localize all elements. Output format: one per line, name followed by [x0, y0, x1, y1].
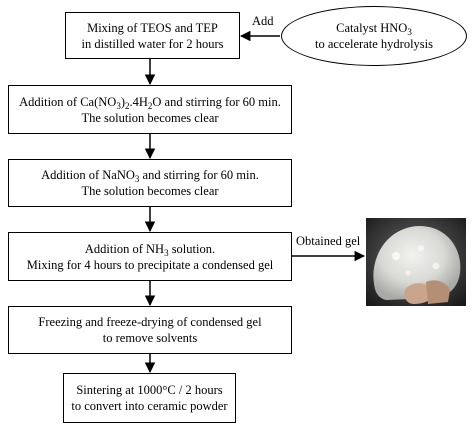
step-mix-line-2: in distilled water for 2 hours: [82, 36, 224, 52]
text-run: Catalyst HNO: [336, 21, 408, 35]
subscript: 2: [147, 100, 153, 111]
step-freeze-line-1: Freezing and freeze-drying of condensed …: [38, 314, 261, 330]
text-run: solution.: [168, 241, 216, 256]
text-run: and stirring for 60 min.: [139, 168, 259, 182]
subscript: 3: [134, 174, 140, 184]
text-run: .4H: [129, 94, 148, 109]
step-sinter-line-2: to convert into ceramic powder: [71, 398, 227, 414]
text-run: The solution becomes clear: [81, 184, 219, 198]
add-label: Add: [252, 14, 274, 28]
step-sintering-box: Sintering at 1000°C / 2 hours to convert …: [63, 373, 236, 423]
step-mix-line-1: Mixing of TEOS and TEP: [87, 20, 218, 36]
text-run: Addition of Ca(NO: [19, 94, 117, 109]
text-run: Freezing and freeze-drying of condensed …: [38, 315, 262, 329]
catalyst-line-1: Catalyst HNO3: [336, 20, 412, 37]
text-run: Mixing of TEOS and TEP: [87, 20, 218, 35]
text-run: Addition of NH: [84, 241, 165, 256]
text-run: to accelerate hydrolysis: [314, 37, 433, 51]
text-run: The solution becomes clear: [81, 110, 219, 125]
text-run: Addition of NaNO: [41, 168, 135, 182]
text-run: ): [120, 94, 125, 109]
step-sodium-nitrate-box: Addition of NaNO3 and stirring for 60 mi…: [8, 159, 292, 207]
step-calcium-line-1: Addition of Ca(NO3)2.4H2O and stirring f…: [19, 94, 281, 111]
step-calcium-nitrate-box: Addition of Ca(NO3)2.4H2O and stirring f…: [8, 85, 292, 134]
step-freeze-drying-box: Freezing and freeze-drying of condensed …: [8, 306, 292, 354]
text-run: Mixing for 4 hours to precipitate a cond…: [26, 257, 274, 272]
catalyst-line-2: to accelerate hydrolysis: [315, 36, 433, 52]
obtained-gel-label: Obtained gel: [296, 234, 361, 248]
subscript: 2: [125, 100, 130, 111]
text-run: Sintering at 1000°C / 2 hours: [76, 383, 223, 397]
text-run: in distilled water for 2 hours: [81, 36, 224, 51]
step-ammonia-line-1: Addition of NH3 solution.: [84, 241, 216, 258]
subscript: 3: [164, 247, 169, 258]
step-calcium-line-2: The solution becomes clear: [81, 110, 218, 126]
step-sodium-line-1: Addition of NaNO3 and stirring for 60 mi…: [41, 167, 259, 184]
step-ammonia-box: Addition of NH3 solution.Mixing for 4 ho…: [8, 232, 292, 281]
step-sinter-line-1: Sintering at 1000°C / 2 hours: [76, 382, 222, 398]
subscript: 3: [407, 27, 412, 37]
step-ammonia-line-2: Mixing for 4 hours to precipitate a cond…: [27, 257, 273, 273]
text-run: to remove solvents: [102, 331, 198, 345]
text-run: to convert into ceramic powder: [71, 399, 228, 413]
step-freeze-line-2: to remove solvents: [103, 330, 197, 346]
text-run: O and stirring for 60 min.: [152, 94, 281, 109]
step-sodium-line-2: The solution becomes clear: [81, 183, 218, 199]
gel-photo: [366, 218, 466, 306]
subscript: 3: [116, 100, 121, 111]
